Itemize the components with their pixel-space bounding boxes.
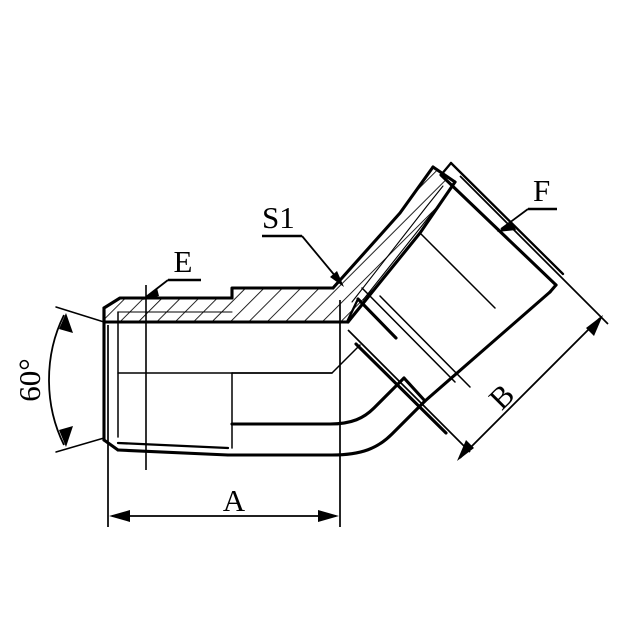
dimension-a-group: A — [107, 300, 341, 527]
callout-e-arrowhead — [143, 288, 159, 300]
angle-label-group: 60° — [12, 358, 47, 401]
callout-f-text: F — [533, 173, 550, 208]
seat-angle-arc-60 — [48, 306, 105, 453]
callout-s1-text: S1 — [262, 200, 295, 235]
horizontal-body-outline — [102, 286, 350, 324]
callout-f-leader — [500, 208, 529, 230]
dimension-a-arrow-right — [318, 510, 339, 522]
dimension-b-text: B — [482, 377, 521, 416]
inner-bore-profile — [231, 344, 361, 374]
angle-label: 60° — [12, 358, 47, 401]
callout-e-text: E — [174, 244, 193, 279]
callout-s1-group: S1 — [262, 200, 344, 287]
callout-e-group: E — [143, 244, 201, 300]
callout-f-group: F — [497, 173, 557, 232]
dimension-b-group: B — [347, 175, 609, 461]
dimension-b-ext-top — [459, 175, 609, 325]
diagonal-branch-body — [354, 161, 565, 435]
dimension-b-arrow-bottom — [457, 440, 474, 461]
callout-f-arrowhead — [497, 222, 516, 232]
dimension-b-arrow-top — [586, 315, 603, 336]
dimension-a-arrow-left — [109, 510, 130, 522]
lower-body-outline — [226, 372, 427, 457]
callout-s1-arrowhead — [330, 271, 344, 287]
dimension-b-line — [459, 317, 601, 459]
left-end-seat-silhouette — [102, 308, 233, 457]
dimension-a-text: A — [223, 483, 246, 518]
branch-collar-details — [345, 287, 456, 383]
dimension-b-ext-bottom — [347, 329, 471, 453]
